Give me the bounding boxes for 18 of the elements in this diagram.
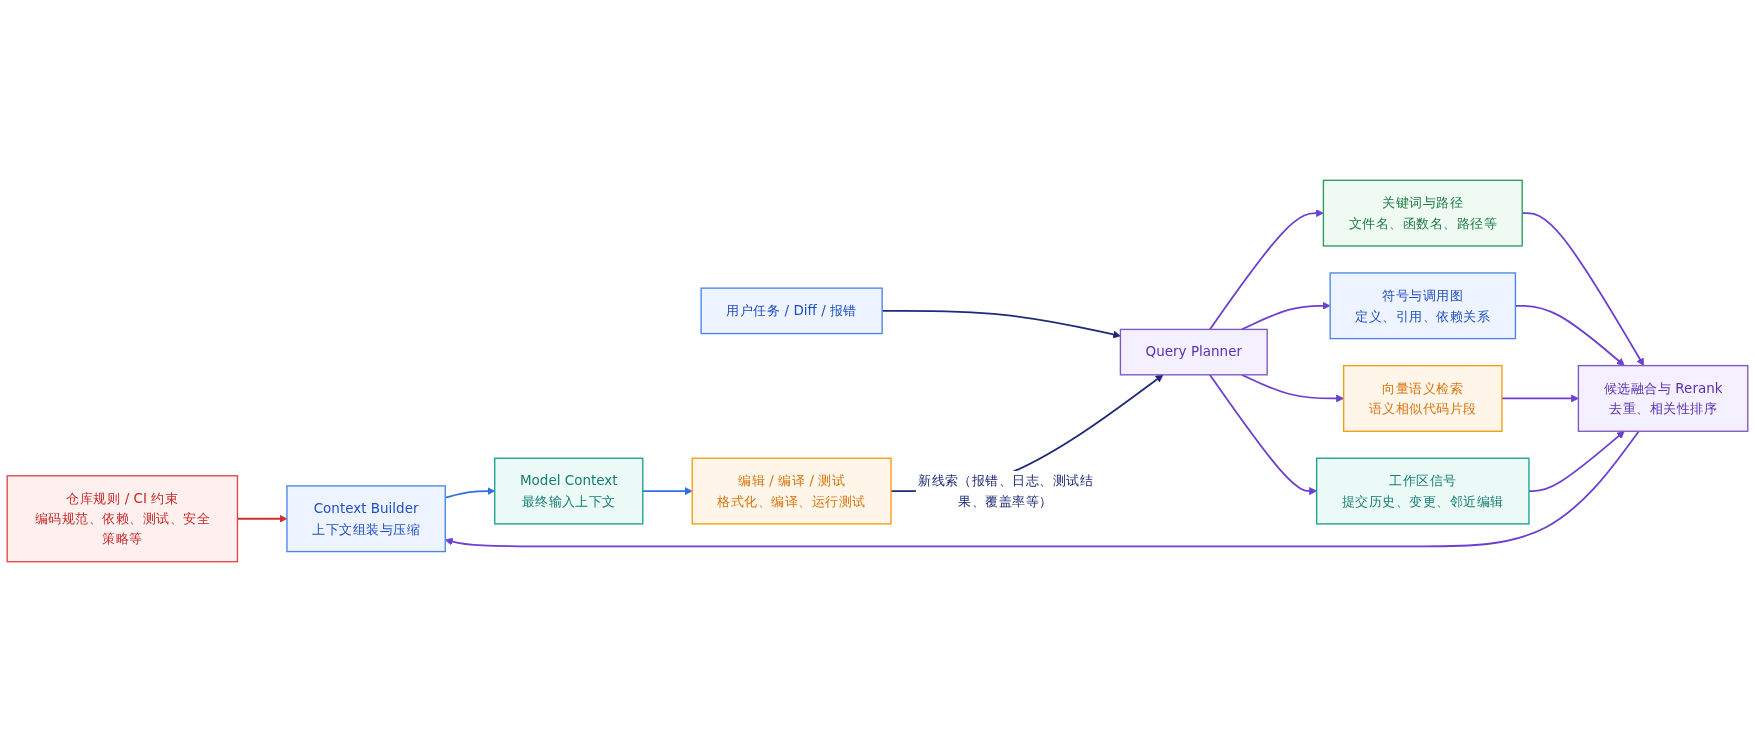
node-box: 工作区信号 提交历史、变更、邻近编辑 — [1316, 457, 1530, 525]
arrow — [1208, 373, 1317, 496]
node-box: 候选融合与 Rerank 去重、相关性排序 — [1577, 364, 1749, 432]
arrow — [1208, 209, 1324, 331]
node-box: 用户任务 / Diff / 报错 — [700, 287, 883, 335]
arrow — [1501, 394, 1579, 403]
node-box: 仓库规则 / CI 约束 编码规范、依赖、测试、安全策略等 — [6, 475, 239, 563]
arrow — [1241, 301, 1331, 331]
arrow — [1241, 373, 1344, 403]
node-box: Context Builder 上下文组装与压缩 — [286, 485, 446, 553]
node-box: Model Context 最终输入上下文 — [494, 457, 644, 525]
node-box: 关键词与路径 文件名、函数名、路径等 — [1322, 179, 1523, 247]
node-box: 向量语义检索 语义相似代码片段 — [1342, 364, 1503, 432]
node-box: Query Planner — [1119, 328, 1268, 376]
edge-label: 新线索（报错、日志、测试结果、覆盖率等） — [918, 472, 1094, 510]
node-box: 符号与调用图 定义、引用、依赖关系 — [1329, 272, 1517, 340]
node-box: 编辑 / 编译 / 测试 格式化、编译、运行测试 — [691, 457, 892, 525]
arrow — [1528, 430, 1625, 492]
